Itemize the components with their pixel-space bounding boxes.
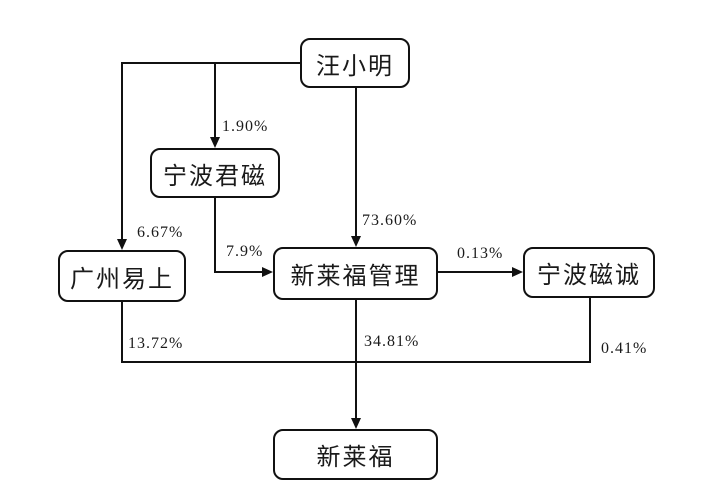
node-guangzhou-yishang-label: 广州易上 [70,266,174,293]
node-xinlaifu-guanli-label: 新莱福管理 [290,264,421,290]
node-xinlaifu: 新莱福 [273,429,438,480]
edge-label-junci-guanli: 7.9% [225,243,265,260]
node-xinlaifu-guanli: 新莱福管理 [273,247,438,300]
node-xinlaifu-label: 新莱福 [316,445,395,471]
node-ningbo-cicheng: 宁波磁诚 [523,247,655,298]
edge-wang-to-junci-line [214,62,216,139]
arrowhead-into-junci-icon [210,137,220,148]
node-guangzhou-yishang: 广州易上 [58,250,186,302]
edge-wang-left-horizontal-line [121,62,301,64]
edge-label-guanli-cicheng: 0.13% [456,245,505,262]
edge-label-cicheng-xinlaifu: 0.41% [600,340,649,357]
node-wang-xiaoming-label: 汪小明 [316,53,394,80]
edge-label-wang-junci: 1.90% [221,118,270,135]
node-ningbo-junci-label: 宁波君磁 [163,163,267,190]
edge-wang-to-yishang-line [121,62,123,241]
arrowhead-junci-into-guanli-icon [262,267,273,277]
edge-junci-to-guanli-line-horizontal [214,271,264,273]
edge-wang-to-guanli-line [355,88,357,238]
edge-yishang-to-xinlaifu-line-vertical [121,302,123,363]
edge-label-guanli-xinlaifu: 34.81% [363,333,421,350]
node-ningbo-junci: 宁波君磁 [150,148,280,198]
node-ningbo-cicheng-label: 宁波磁诚 [537,263,641,289]
edge-cicheng-to-xinlaifu-line-vertical [589,298,591,363]
arrowhead-into-yishang-icon [117,239,127,250]
node-wang-xiaoming: 汪小明 [300,38,410,88]
edge-guanli-to-xinlaifu-line [355,300,357,420]
edge-label-yishang-xinlaifu: 13.72% [127,335,185,352]
edge-junci-to-guanli-line-vertical [214,198,216,273]
arrowhead-into-cicheng-icon [512,267,523,277]
edge-label-wang-guanli: 73.60% [361,212,419,229]
edge-label-wang-yishang: 6.67% [136,224,185,241]
arrowhead-into-guanli-icon [351,236,361,247]
arrowhead-into-xinlaifu-icon [351,418,361,429]
edge-guanli-to-cicheng-line [438,271,514,273]
